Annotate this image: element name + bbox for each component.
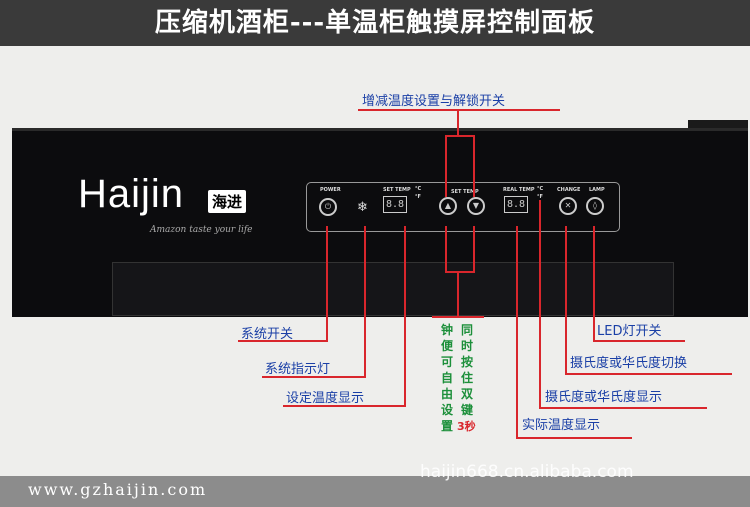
callout-indicator: 系统指示灯 bbox=[265, 362, 331, 377]
change-unit-button[interactable]: ✕ bbox=[559, 197, 577, 215]
callout-adjust-unlock: 增减温度设置与解锁开关 bbox=[362, 94, 506, 109]
power-button[interactable]: ⏻ bbox=[319, 198, 337, 216]
callout-line bbox=[516, 437, 632, 439]
callout-line bbox=[565, 226, 567, 375]
callout-line bbox=[262, 376, 366, 378]
set-temp-display: 8.8 bbox=[383, 196, 407, 213]
control-panel: POWER ⏻ ❄ SET TEMP 8.8 °C °F SET TEMP ▲ … bbox=[306, 182, 620, 232]
real-unit-c-indicator: °C bbox=[537, 186, 544, 192]
unit-c-indicator: °C bbox=[415, 186, 422, 192]
callout-line bbox=[593, 226, 595, 342]
change-label: CHANGE bbox=[557, 187, 581, 193]
watermark: haijin668.cn.alibaba.com bbox=[420, 462, 634, 482]
callout-line bbox=[445, 135, 475, 137]
callout-line bbox=[473, 135, 475, 197]
callout-real-display: 实际温度显示 bbox=[522, 418, 601, 433]
callout-line bbox=[539, 407, 707, 409]
real-temp-display: 8.8 bbox=[504, 196, 528, 213]
callout-led: LED灯开关 bbox=[597, 324, 662, 339]
snowflake-icon: ❄ bbox=[357, 200, 368, 215]
lamp-button[interactable]: ◊ bbox=[586, 197, 604, 215]
footer-url: www.gzhaijin.com bbox=[28, 480, 208, 499]
callout-line bbox=[358, 109, 560, 111]
set-temp-label: SET TEMP bbox=[383, 187, 411, 193]
callout-power: 系统开关 bbox=[241, 327, 294, 342]
unit-f-indicator: °F bbox=[415, 194, 421, 200]
temp-down-button[interactable]: ▼ bbox=[467, 197, 485, 215]
callout-unit-display: 摄氏度或华氏度显示 bbox=[545, 390, 663, 405]
callout-line bbox=[283, 405, 406, 407]
glass-window bbox=[112, 262, 674, 316]
callout-line bbox=[457, 271, 459, 317]
brand-logo-cn: 海进 bbox=[208, 190, 247, 213]
lamp-label: LAMP bbox=[589, 187, 605, 193]
press-note: 同时按住双键 bbox=[461, 323, 474, 417]
callout-line bbox=[326, 226, 328, 342]
page-title: 压缩机酒柜---单温柜触摸屏控制面板 bbox=[0, 0, 750, 46]
callout-line bbox=[445, 226, 447, 273]
seconds-note: 3秒 bbox=[457, 420, 476, 433]
real-temp-label: REAL TEMP bbox=[503, 187, 535, 193]
callout-unit-switch: 摄氏度或华氏度切换 bbox=[570, 356, 688, 371]
callout-line bbox=[516, 226, 518, 439]
callout-line bbox=[364, 226, 366, 378]
callout-line bbox=[445, 135, 447, 197]
clock-note: 钟便可自由设置 bbox=[441, 323, 454, 433]
real-unit-f-indicator: °F bbox=[537, 194, 543, 200]
callout-line bbox=[457, 109, 459, 136]
callout-line bbox=[539, 200, 541, 409]
callout-line bbox=[404, 226, 406, 407]
callout-line bbox=[473, 226, 475, 273]
power-label: POWER bbox=[320, 187, 341, 193]
footer-bar bbox=[0, 476, 750, 507]
callout-line bbox=[432, 316, 484, 318]
callout-set-display: 设定温度显示 bbox=[286, 391, 365, 406]
set-temp-mid-label: SET TEMP bbox=[451, 189, 479, 195]
callout-line bbox=[238, 340, 328, 342]
callout-line bbox=[445, 271, 475, 273]
callout-line bbox=[565, 373, 732, 375]
callout-line bbox=[593, 340, 685, 342]
brand-logo: Haijin bbox=[78, 172, 185, 216]
brand-slogan: Amazon taste your life bbox=[150, 225, 253, 235]
temp-up-button[interactable]: ▲ bbox=[439, 197, 457, 215]
